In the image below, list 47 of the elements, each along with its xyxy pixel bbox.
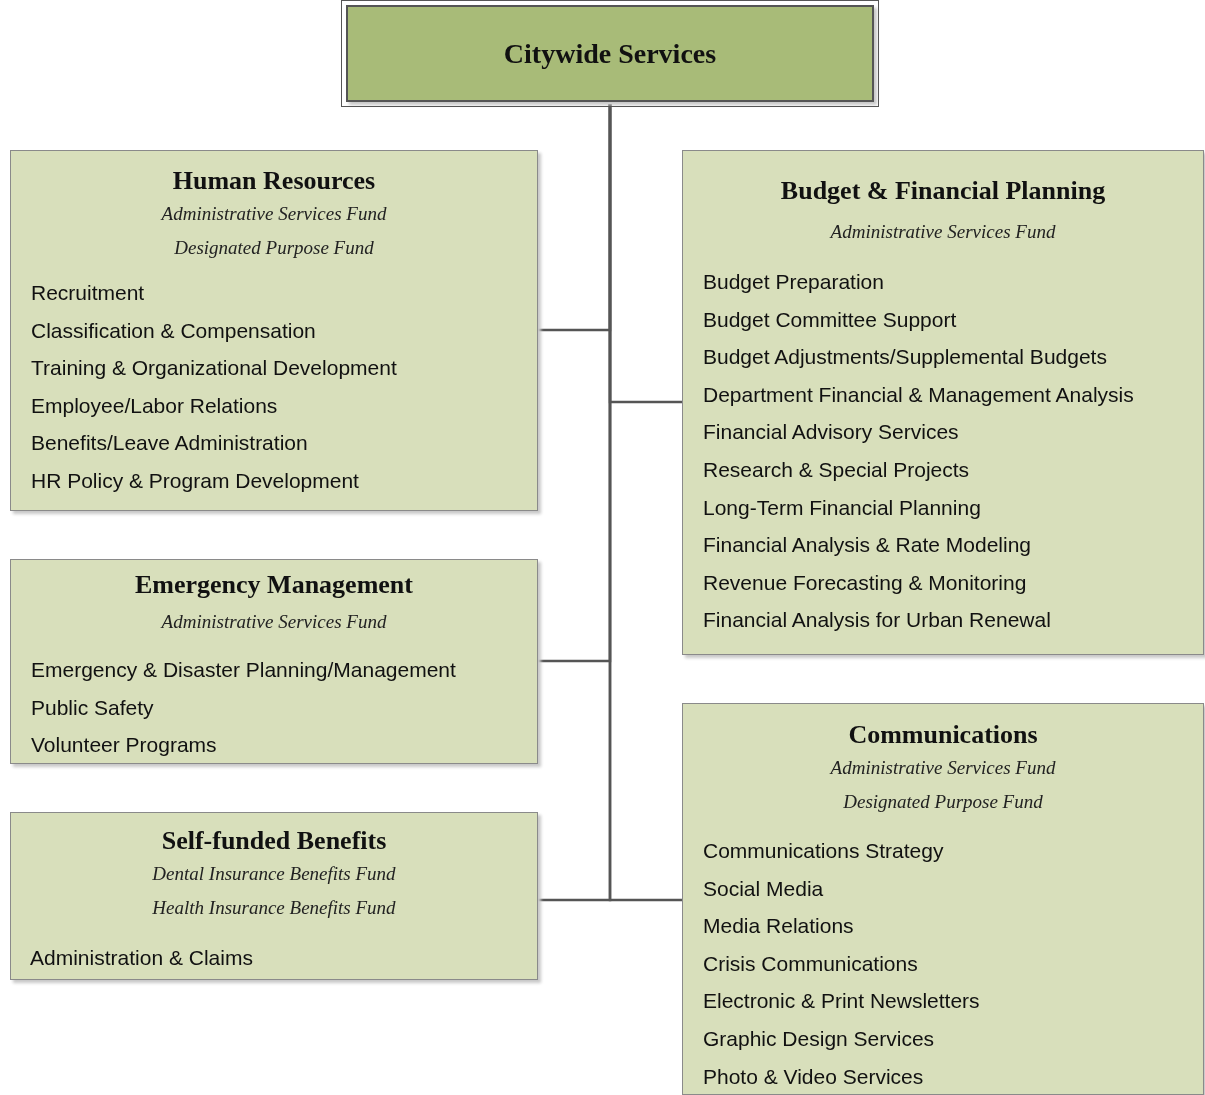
service-item: Training & Organizational Development — [31, 355, 397, 382]
service-item: Financial Advisory Services — [703, 419, 959, 446]
service-item: Budget Preparation — [703, 269, 884, 295]
department-box — [10, 559, 538, 764]
department-box — [10, 150, 538, 511]
service-item: Public Safety — [31, 694, 154, 721]
service-item: Photo & Video Services — [703, 1063, 924, 1090]
service-item: Budget Adjustments/Supplemental Budgets — [703, 344, 1107, 371]
department-box — [10, 812, 538, 980]
department-title: Emergency Management — [135, 569, 413, 601]
service-item: Revenue Forecasting & Monitoring — [703, 569, 1027, 596]
service-item: Classification & Compensation — [31, 317, 316, 344]
fund-name: Designated Purpose Fund — [174, 236, 374, 260]
service-item: Media Relations — [703, 913, 854, 940]
service-item: HR Policy & Program Development — [31, 467, 359, 494]
service-item: Recruitment — [31, 280, 145, 306]
fund-name: Designated Purpose Fund — [843, 790, 1043, 814]
department-box — [682, 150, 1204, 655]
fund-name: Administrative Services Fund — [161, 202, 387, 226]
service-item: Employee/Labor Relations — [31, 392, 278, 419]
service-item: Budget Committee Support — [703, 306, 957, 333]
department-title: Citywide Services — [503, 37, 717, 70]
service-item: Graphic Design Services — [703, 1025, 935, 1052]
fund-name: Administrative Services Fund — [161, 610, 387, 634]
service-item: Financial Analysis & Rate Modeling — [703, 532, 1031, 559]
service-item: Communications Strategy — [703, 838, 944, 864]
service-item: Benefits/Leave Administration — [31, 430, 308, 457]
service-item: Financial Analysis for Urban Renewal — [703, 607, 1051, 634]
connector-line — [538, 104, 612, 902]
service-item: Long-Term Financial Planning — [703, 494, 981, 521]
service-item: Administration & Claims — [30, 945, 253, 971]
department-title: Human Resources — [172, 165, 376, 197]
service-item: Research & Special Projects — [703, 456, 970, 483]
department-title: Communications — [848, 719, 1038, 751]
service-item: Social Media — [703, 875, 824, 902]
service-item: Crisis Communications — [703, 950, 918, 977]
service-item: Emergency & Disaster Planning/Management — [31, 657, 456, 683]
fund-name: Dental Insurance Benefits Fund — [152, 862, 396, 886]
department-title: Self-funded Benefits — [161, 825, 387, 857]
service-item: Electronic & Print Newsletters — [703, 988, 980, 1015]
fund-name: Administrative Services Fund — [830, 756, 1056, 780]
fund-name: Administrative Services Fund — [830, 220, 1056, 244]
department-title: Budget & Financial Planning — [780, 175, 1106, 207]
fund-name: Health Insurance Benefits Fund — [152, 896, 396, 920]
service-item: Department Financial & Management Analysis — [703, 381, 1134, 408]
service-item: Volunteer Programs — [31, 732, 217, 759]
department-box — [682, 703, 1204, 1095]
